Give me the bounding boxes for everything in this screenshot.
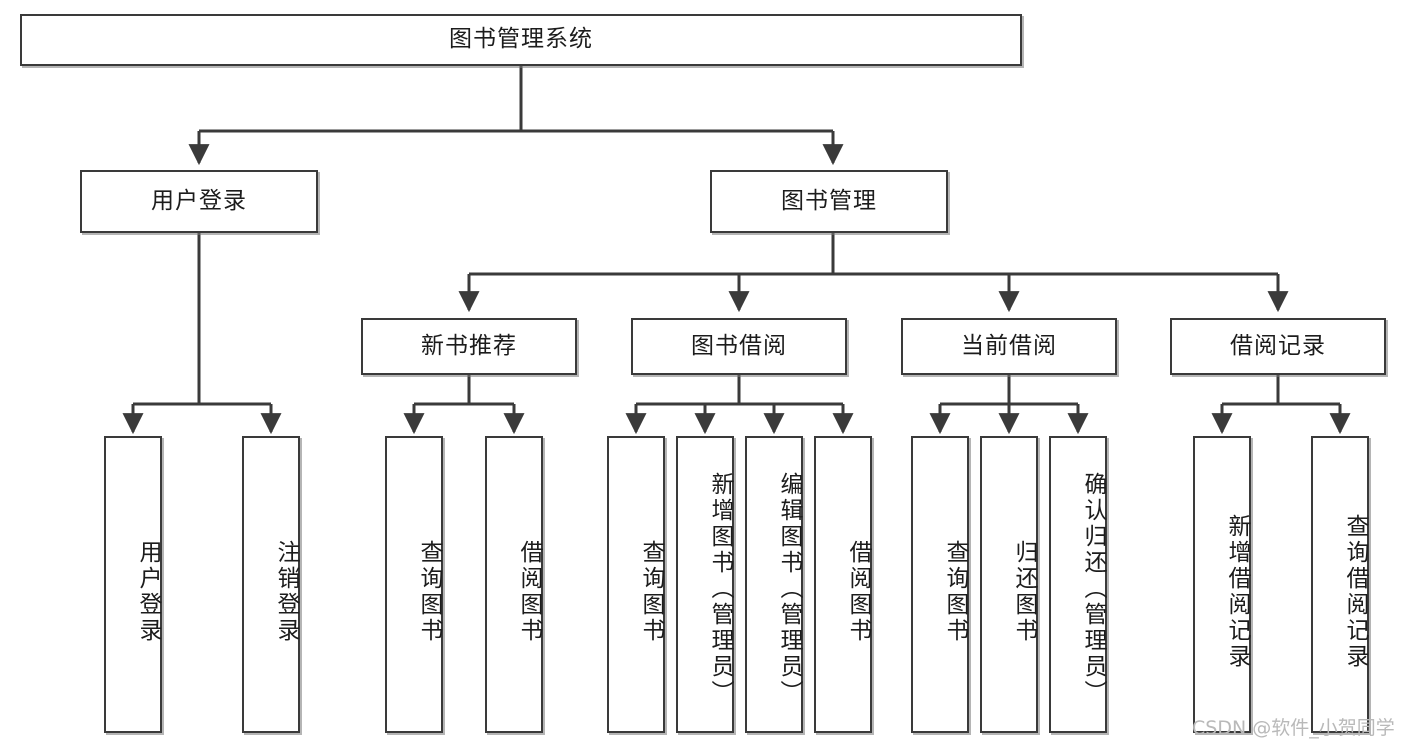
- leaf-borrow-book-2[interactable]: 借阅图书: [814, 436, 872, 733]
- node-borrow-record[interactable]: 借阅记录: [1170, 318, 1386, 375]
- node-root[interactable]: 图书管理系统: [20, 14, 1022, 66]
- node-book-borrow[interactable]: 图书借阅: [631, 318, 847, 375]
- leaf-edit-book[interactable]: 编辑图书（管理员）: [745, 436, 803, 733]
- csdn-watermark: CSDN @软件_小贺同学: [1192, 717, 1395, 739]
- leaf-logout[interactable]: 注销登录: [242, 436, 300, 733]
- leaf-query-book-3[interactable]: 查询图书: [911, 436, 969, 733]
- leaf-borrow-book-1[interactable]: 借阅图书: [485, 436, 543, 733]
- leaf-query-record[interactable]: 查询借阅记录: [1311, 436, 1369, 733]
- leaf-add-record[interactable]: 新增借阅记录: [1193, 436, 1251, 733]
- node-book-manage[interactable]: 图书管理: [710, 170, 948, 233]
- node-new-book-recommend[interactable]: 新书推荐: [361, 318, 577, 375]
- node-user-login[interactable]: 用户登录: [80, 170, 318, 233]
- leaf-return-book[interactable]: 归还图书: [980, 436, 1038, 733]
- leaf-query-book-1[interactable]: 查询图书: [385, 436, 443, 733]
- leaf-add-book[interactable]: 新增图书（管理员）: [676, 436, 734, 733]
- leaf-user-login[interactable]: 用户登录: [104, 436, 162, 733]
- leaf-confirm-return[interactable]: 确认归还（管理员）: [1049, 436, 1107, 733]
- node-current-borrow[interactable]: 当前借阅: [901, 318, 1117, 375]
- leaf-query-book-2[interactable]: 查询图书: [607, 436, 665, 733]
